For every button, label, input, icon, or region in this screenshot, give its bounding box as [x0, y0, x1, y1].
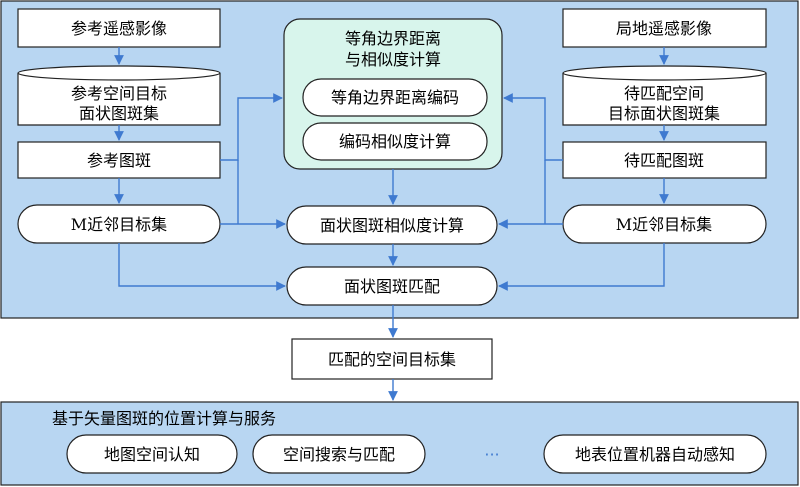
arrow-match-patch-to-encoding: [503, 93, 563, 161]
code-similarity-label: 编码相似度计算: [339, 132, 451, 151]
match-neighbors-box: M近邻目标集: [562, 204, 767, 244]
ref-set-label-1: 参考空间目标: [71, 84, 167, 103]
arrow-match-neighbors-to-matching: [498, 243, 665, 291]
match-patch-label: 待匹配图斑: [624, 151, 704, 170]
services-ellipsis: ···: [484, 445, 499, 464]
module-title-1: 等角边界距离: [345, 29, 441, 48]
ref-image-box: 参考遥感影像: [17, 8, 221, 48]
module-title-2: 与相似度计算: [345, 50, 441, 69]
ref-image-label: 参考遥感影像: [71, 19, 167, 38]
ref-patch-box: 参考图斑: [17, 141, 221, 179]
match-set-label-1: 待匹配空间: [624, 84, 704, 103]
ref-neighbors-box: M近邻目标集: [17, 204, 221, 244]
patch-similarity-label: 面状图斑相似度计算: [320, 216, 464, 235]
patch-matching-label: 面状图斑匹配: [344, 277, 440, 296]
local-image-box: 局地遥感影像: [562, 8, 767, 48]
connectors: [114, 47, 669, 401]
arrow-ref-patch-to-encoding: [220, 93, 283, 161]
encoding-box: 等角边界距离编码: [302, 78, 488, 117]
ref-set-cylinder: 参考空间目标 面状图斑集: [17, 65, 221, 126]
ref-patch-label: 参考图斑: [87, 151, 151, 170]
service-item-0-label: 地图空间认知: [104, 445, 200, 464]
arrow-ref-neighbors-to-matching: [118, 243, 286, 291]
service-item-1: 空间搜索与匹配: [252, 434, 426, 474]
service-item-2-label: 地表位置机器自动感知: [575, 445, 735, 464]
code-similarity-box: 编码相似度计算: [302, 122, 488, 161]
ref-neighbors-label: M近邻目标集: [71, 215, 167, 234]
patch-similarity-box: 面状图斑相似度计算: [286, 205, 498, 245]
service-item-0: 地图空间认知: [66, 434, 238, 474]
service-item-2: 地表位置机器自动感知: [543, 434, 767, 474]
match-patch-box: 待匹配图斑: [562, 141, 767, 179]
result-label: 匹配的空间目标集: [328, 350, 456, 369]
result-box: 匹配的空间目标集: [291, 338, 493, 380]
service-item-1-label: 空间搜索与匹配: [283, 445, 395, 464]
patch-matching-box: 面状图斑匹配: [286, 266, 498, 306]
match-set-label-2: 目标面状图斑集: [608, 104, 720, 123]
services-title: 基于矢量图斑的位置计算与服务: [52, 409, 276, 428]
match-neighbors-label: M近邻目标集: [616, 215, 712, 234]
match-set-cylinder: 待匹配空间 目标面状图斑集: [562, 65, 767, 126]
encoding-label: 等角边界距离编码: [331, 88, 459, 107]
ref-set-label-2: 面状图斑集: [79, 104, 159, 123]
local-image-label: 局地遥感影像: [616, 19, 712, 38]
